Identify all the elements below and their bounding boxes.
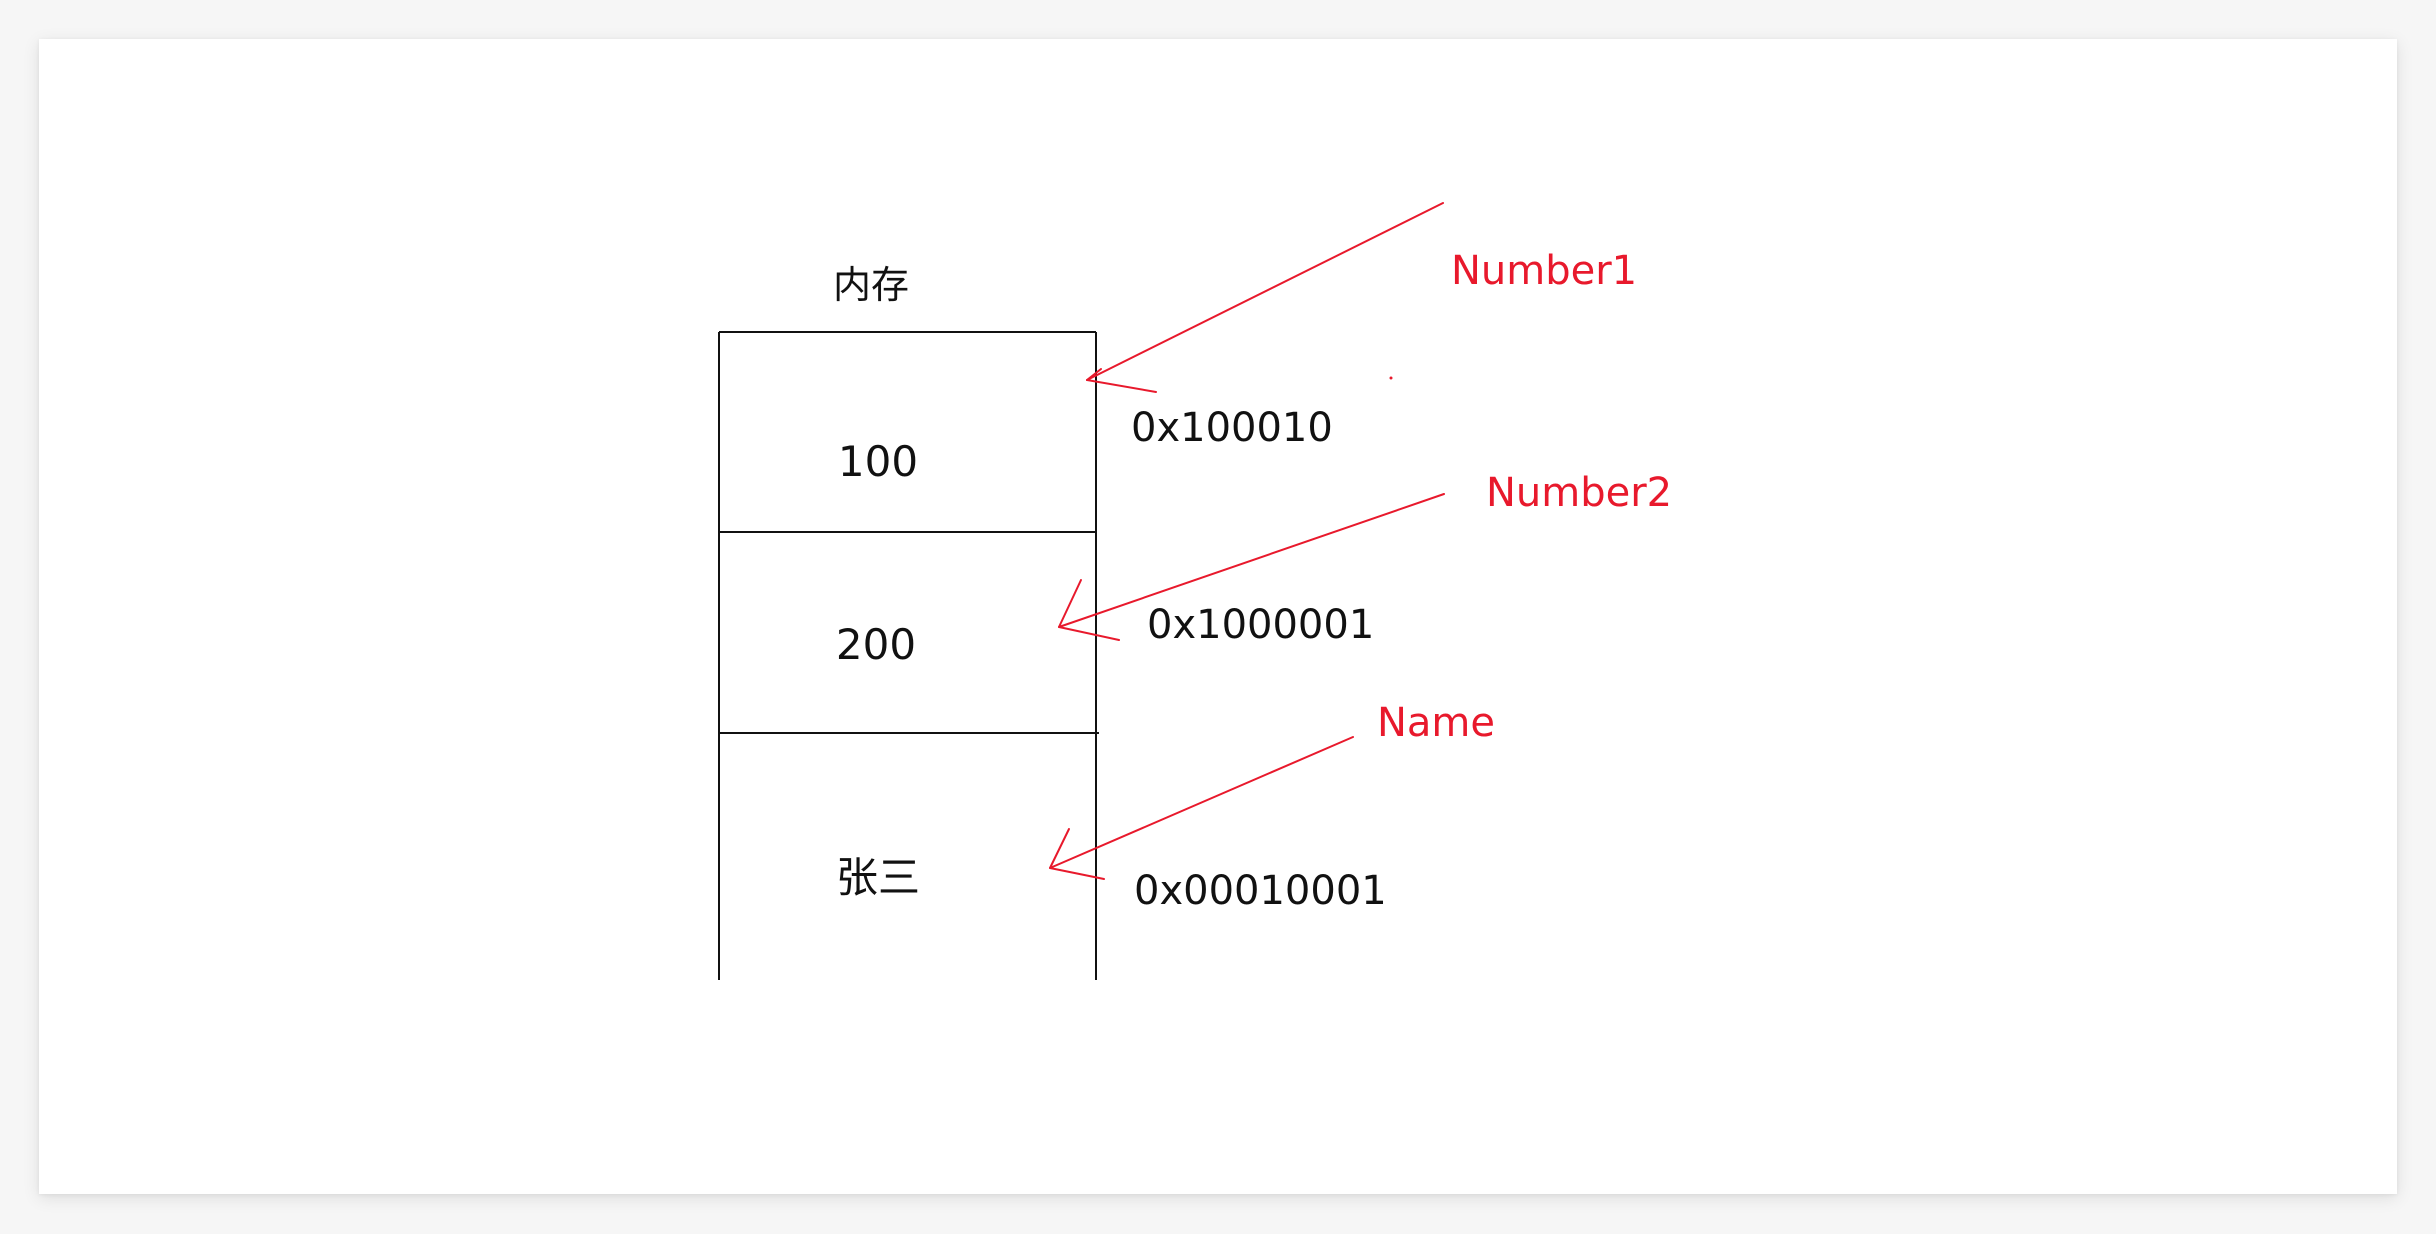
address-label: 0x100010 <box>1131 405 1333 451</box>
variable-label: Name <box>1377 700 1495 746</box>
pointer-arrow-number1 <box>1086 202 1444 393</box>
stray-mark <box>1389 376 1393 380</box>
arrow-head <box>1058 579 1082 628</box>
pointer-arrow-name <box>1049 736 1354 880</box>
arrow-head <box>1058 626 1120 641</box>
arrow-head <box>1049 867 1105 880</box>
diagram-card <box>39 39 2397 1194</box>
memory-box <box>718 331 1099 980</box>
arrow-shaft <box>1049 736 1354 869</box>
address-label: 0x1000001 <box>1147 602 1374 648</box>
memory-title: 内存 <box>833 263 909 307</box>
address-label: 0x00010001 <box>1134 868 1387 914</box>
memory-cell-value: 张三 <box>836 853 920 902</box>
memory-cell-value: 200 <box>836 620 916 669</box>
arrow-head <box>1086 379 1157 393</box>
variable-label: Number1 <box>1451 248 1637 294</box>
arrow-shaft <box>1058 493 1445 628</box>
arrow-head <box>1049 828 1070 869</box>
arrow-head <box>1086 368 1102 381</box>
variable-label: Number2 <box>1486 470 1672 516</box>
arrow-shaft <box>1086 202 1444 381</box>
pointer-arrows <box>1049 202 1445 880</box>
memory-cell-value: 100 <box>838 437 918 486</box>
pointer-arrow-number2 <box>1058 493 1445 641</box>
